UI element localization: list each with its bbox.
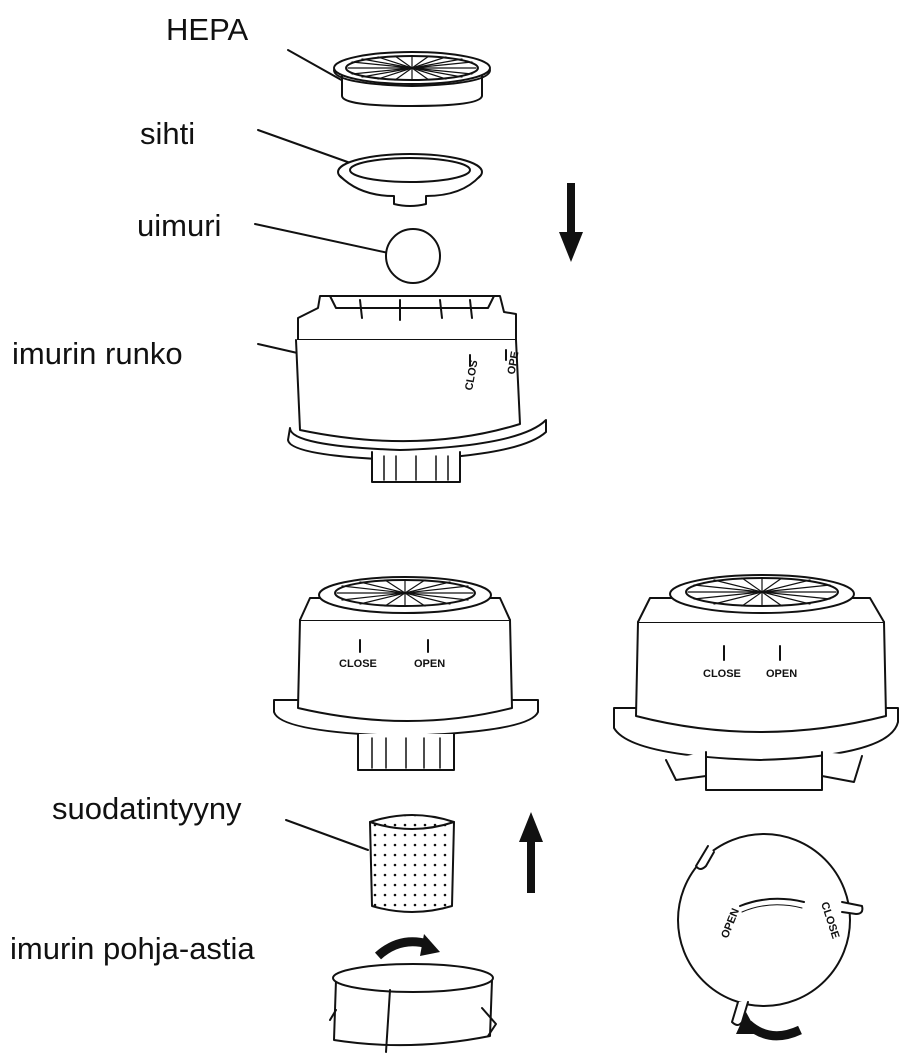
label-imurin-pohja-astia: imurin pohja-astia [10, 931, 255, 966]
leader-suodatintyyny [285, 819, 369, 851]
marking-open-left: OPEN [414, 658, 445, 670]
imurin-pohja-astia-base [329, 963, 497, 1053]
marking-close-left: CLOSE [339, 658, 377, 670]
label-suodatintyyny: suodatintyyny [52, 791, 242, 826]
arrow-down-icon [559, 183, 583, 262]
assembled-unit-right: CLOSE OPEN [613, 574, 899, 791]
marking-open-right: OPEN [766, 668, 797, 680]
imurin-runko-body: CLOS OPE [287, 295, 547, 483]
label-uimuri: uimuri [137, 208, 222, 243]
rotate-arrow-top-icon [374, 934, 440, 960]
sihti-strainer [337, 153, 483, 207]
suodatintyyny-filter [369, 814, 455, 913]
label-imurin-runko: imurin runko [12, 336, 183, 371]
uimuri-float [385, 228, 441, 284]
arrow-up-icon [519, 812, 543, 893]
assembled-unit-left: CLOSE OPEN [273, 576, 539, 771]
base-bottom-view: OPEN CLOSE [677, 833, 864, 1026]
marking-close-top: CLOS [463, 359, 480, 391]
leader-uimuri [254, 223, 394, 255]
label-sihti: sihti [140, 116, 196, 151]
hepa-filter [333, 51, 491, 107]
marking-close-right: CLOSE [703, 668, 741, 680]
rotate-arrow-bottom-icon [736, 1012, 802, 1041]
marking-open-top: OPE [506, 350, 522, 375]
leader-hepa [287, 49, 346, 83]
label-hepa: HEPA [166, 12, 249, 47]
